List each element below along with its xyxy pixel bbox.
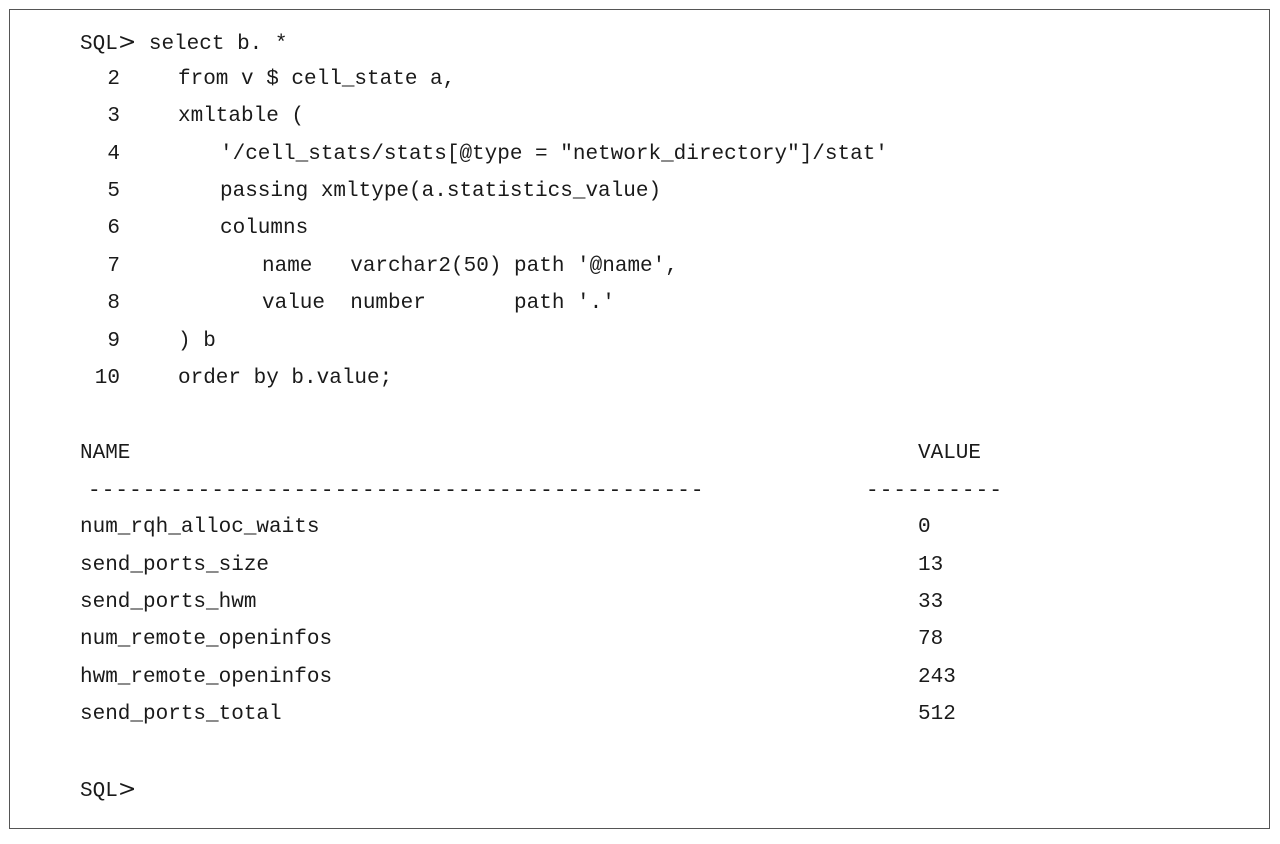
prompt-symbol: >	[117, 30, 137, 55]
final-sql-prompt: SQL>	[80, 778, 136, 804]
result-row-name: send_ports_size	[80, 554, 270, 577]
code-line: from v $ cell_state a,	[178, 68, 456, 91]
code-line: value number path '.'	[262, 292, 615, 315]
code-line: '/cell_stats/stats[@type = "network_dire…	[220, 143, 888, 166]
result-row-name: send_ports_total	[80, 703, 282, 726]
value-separator: ----------	[866, 480, 1004, 503]
line-number: 6	[107, 217, 120, 240]
result-row-name: hwm_remote_openinfos	[80, 666, 333, 689]
result-row-value: 512	[918, 703, 956, 726]
final-prompt-symbol: >	[117, 777, 137, 802]
result-row-value: 0	[918, 516, 931, 539]
result-row-value: 13	[918, 554, 944, 577]
line-number: 8	[107, 292, 120, 315]
result-row-value: 243	[918, 666, 956, 689]
code-line: columns	[220, 217, 309, 240]
line-number: 4	[107, 143, 120, 166]
line-number: 10	[94, 367, 120, 390]
result-row-value: 33	[918, 591, 944, 614]
line-number: 7	[107, 255, 120, 278]
code-line: order by b.value;	[178, 367, 393, 390]
code-listing-frame	[9, 9, 1270, 829]
line-number: 3	[107, 105, 120, 128]
column-header-name: NAME	[80, 442, 131, 465]
code-line: ) b	[178, 330, 216, 353]
result-row-value: 78	[918, 628, 944, 651]
name-separator: ----------------------------------------…	[88, 480, 705, 503]
result-row-name: num_rqh_alloc_waits	[80, 516, 320, 539]
line-number: 5	[107, 180, 120, 203]
line-number: 2	[107, 68, 120, 91]
code-line: xmltable (	[178, 105, 305, 128]
final-prompt-label: SQL	[80, 780, 118, 803]
line-number: 9	[107, 330, 120, 353]
column-header-value: VALUE	[918, 442, 982, 465]
code-line: passing xmltype(a.statistics_value)	[220, 180, 662, 203]
sql-prompt-line: SQL> select b. *	[80, 31, 287, 57]
code-line: name varchar2(50) path '@name',	[262, 255, 678, 278]
result-row-name: send_ports_hwm	[80, 591, 257, 614]
sql-first-line: select b. *	[136, 33, 288, 56]
result-row-name: num_remote_openinfos	[80, 628, 333, 651]
sql-prompt-label: SQL	[80, 33, 118, 56]
